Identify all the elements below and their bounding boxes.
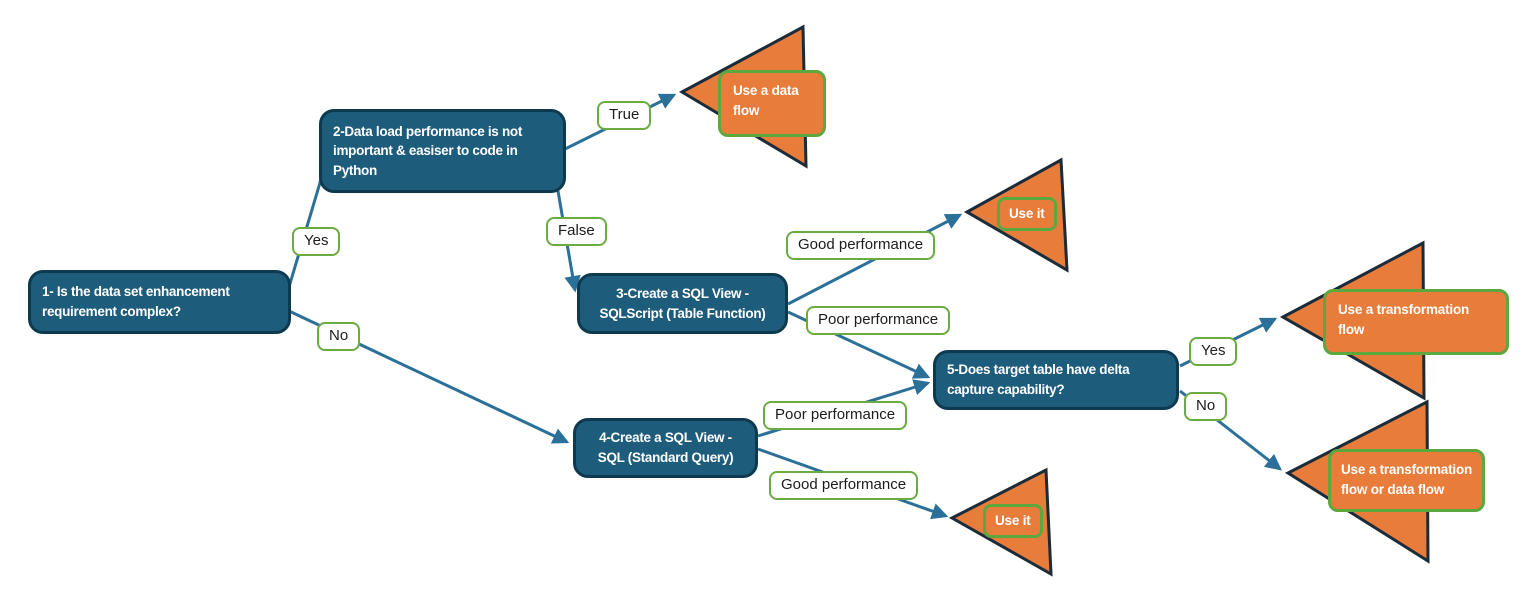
- edge-label-q1-no: No: [317, 322, 361, 351]
- edge-label-q5-no: No: [1184, 392, 1228, 421]
- outcome-use-it-sqlscript: Use it: [997, 197, 1057, 232]
- outcome-transformation-or-data-flow: Use a transformation flow or data flow: [1328, 449, 1486, 512]
- edge-label-q2-false: False: [546, 217, 607, 246]
- outcome-data-flow: Use a data flow: [718, 70, 826, 137]
- edge-label-q5-yes: Yes: [1189, 337, 1238, 366]
- node-q2: 2-Data load performance is not important…: [319, 109, 566, 193]
- node-q4: 4-Create a SQL View - SQL (Standard Quer…: [573, 418, 758, 478]
- edge-label-q1-yes: Yes: [292, 227, 341, 256]
- node-q3: 3-Create a SQL View - SQLScript (Table F…: [577, 273, 788, 334]
- node-q1-label: 1- Is the data set enhancement requireme…: [42, 284, 230, 319]
- outcome-use-it-sql: Use it: [983, 504, 1043, 539]
- edge-label-q4-poor-performance: Poor performance: [763, 401, 908, 430]
- node-q5-label: 5-Does target table have delta capture c…: [947, 362, 1130, 397]
- outcome-transformation-flow: Use a transformation flow: [1323, 289, 1509, 355]
- edge-label-q4-good-performance: Good performance: [769, 471, 919, 500]
- edge-label-q2-true: True: [597, 101, 652, 130]
- edge-label-q3-good-performance: Good performance: [786, 231, 936, 260]
- node-q5: 5-Does target table have delta capture c…: [933, 350, 1179, 410]
- node-q3-label: 3-Create a SQL View - SQLScript (Table F…: [599, 285, 766, 321]
- node-q2-label: 2-Data load performance is not important…: [333, 123, 523, 178]
- node-q1: 1- Is the data set enhancement requireme…: [28, 270, 291, 334]
- edge-label-q3-poor-performance: Poor performance: [806, 306, 951, 335]
- node-q4-label: 4-Create a SQL View - SQL (Standard Quer…: [597, 430, 734, 465]
